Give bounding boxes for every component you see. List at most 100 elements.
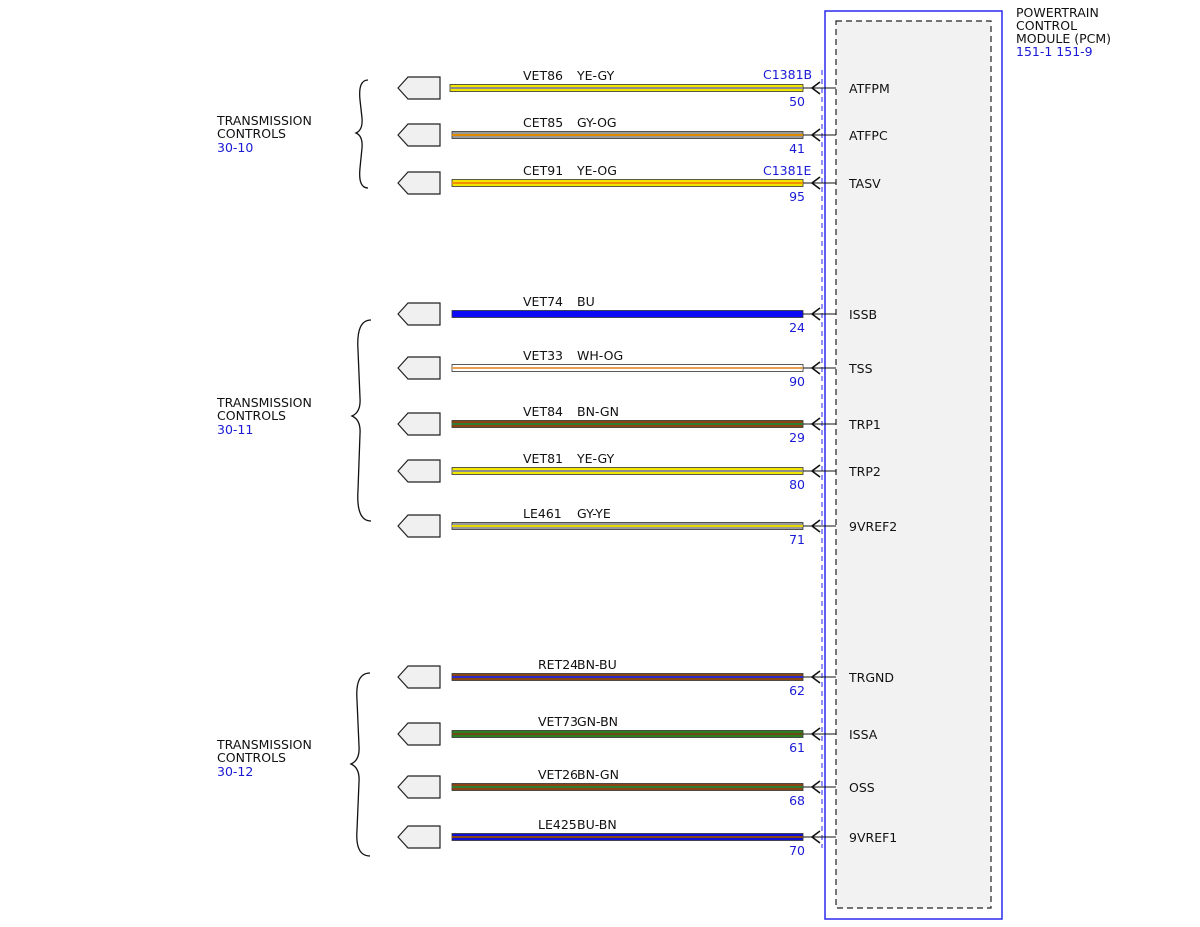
module-title-line-2: CONTROL xyxy=(1016,18,1077,33)
circuit-id: VET26 xyxy=(538,767,578,782)
pin-number: 80 xyxy=(789,477,805,492)
circuit-id: CET85 xyxy=(523,115,563,130)
connector-plug-icon xyxy=(397,665,441,689)
pin-arrow-icon xyxy=(810,830,821,844)
circuit-id: LE425 xyxy=(538,817,577,832)
wire-body xyxy=(451,310,804,318)
signal-name: TRGND xyxy=(848,670,894,685)
pin-arrow-icon xyxy=(810,81,821,95)
pin-number: 71 xyxy=(789,532,805,547)
group-title-line-1: TRANSMISSION xyxy=(216,113,312,128)
group-brace xyxy=(350,319,372,522)
wire-color-code: GY-YE xyxy=(577,506,611,521)
group-title-line-1: TRANSMISSION xyxy=(216,395,312,410)
wire-stripe xyxy=(452,733,803,735)
wire-color-code: YE-GY xyxy=(576,451,615,466)
pin-number: 62 xyxy=(789,683,805,698)
pin-number: 95 xyxy=(789,189,805,204)
signal-name: 9VREF1 xyxy=(849,830,897,845)
signal-name: TSS xyxy=(848,361,873,376)
connector-plug-icon xyxy=(397,514,441,538)
connector-plug-icon xyxy=(397,356,441,380)
wire-stripe xyxy=(452,367,803,369)
pcm-module: POWERTRAIN CONTROL MODULE (PCM) 151-1 15… xyxy=(821,5,1111,920)
pin-number: 24 xyxy=(789,320,805,335)
wire-color-code: BN-BU xyxy=(577,657,617,672)
wire-stripe xyxy=(452,676,803,678)
signal-name: ISSA xyxy=(849,727,878,742)
connector-plug-icon xyxy=(397,76,441,100)
wire-color-code: BN-GN xyxy=(577,404,619,419)
wire-stripe xyxy=(452,134,803,136)
wire-stripe xyxy=(452,525,803,527)
group-title-line-2: CONTROLS xyxy=(217,408,286,423)
connector-label: C1381B xyxy=(763,67,812,82)
connector-plug-icon xyxy=(397,123,441,147)
connector-plug-icon xyxy=(397,302,441,326)
wire-row: VET84 BN-GN 29 TRP1 xyxy=(397,404,881,445)
wire-color-code: GY-OG xyxy=(577,115,617,130)
pin-arrow-icon xyxy=(810,519,821,533)
circuit-id: VET74 xyxy=(523,294,563,309)
wire-stripe xyxy=(452,836,803,838)
circuit-id: RET24 xyxy=(538,657,578,672)
connector-plug-icon xyxy=(397,825,441,849)
circuit-id: CET91 xyxy=(523,163,563,178)
pin-number: 41 xyxy=(789,141,805,156)
group-ref: 30-10 xyxy=(217,140,253,155)
pin-arrow-icon xyxy=(810,780,821,794)
pin-arrow-icon xyxy=(810,464,821,478)
wire-color-code: GN-BN xyxy=(577,714,618,729)
wire-row: VET33 WH-OG 90 TSS xyxy=(397,348,873,389)
pin-number: 70 xyxy=(789,843,805,858)
wire-stripe xyxy=(452,470,803,472)
module-title-line-3: MODULE (PCM) xyxy=(1016,31,1111,46)
group-labels: TRANSMISSION CONTROLS 30-10 TRANSMISSION… xyxy=(216,113,312,779)
circuit-id: VET81 xyxy=(523,451,563,466)
pcm-module-border xyxy=(824,10,1003,920)
connector-label: C1381E xyxy=(763,163,812,178)
circuit-id: VET84 xyxy=(523,404,563,419)
wire-color-code: WH-OG xyxy=(577,348,623,363)
signal-name: TRP1 xyxy=(848,417,881,432)
signal-name: 9VREF2 xyxy=(849,519,897,534)
group-title-line-1: TRANSMISSION xyxy=(216,737,312,752)
circuit-id: VET86 xyxy=(523,68,563,83)
wire-row: VET81 YE-GY 80 TRP2 xyxy=(397,451,881,492)
signal-name: ATFPC xyxy=(849,128,888,143)
connector-plug-icon xyxy=(397,459,441,483)
pin-number: 68 xyxy=(789,793,805,808)
wire-color-code: BN-GN xyxy=(577,767,619,782)
pin-number: 29 xyxy=(789,430,805,445)
module-title-line-1: POWERTRAIN xyxy=(1016,5,1099,20)
wire-color-code: YE-GY xyxy=(576,68,615,83)
group-ref: 30-11 xyxy=(217,422,253,437)
circuit-id: VET33 xyxy=(523,348,563,363)
signal-name: TRP2 xyxy=(848,464,881,479)
signal-name: OSS xyxy=(849,780,875,795)
pin-number: 90 xyxy=(789,374,805,389)
connector-plug-icon xyxy=(397,775,441,799)
wire-stripe xyxy=(452,182,803,184)
module-ref: 151-1 151-9 xyxy=(1016,44,1093,59)
pin-arrow-icon xyxy=(810,727,821,741)
wire-stripe xyxy=(452,786,803,788)
connector-plug-icon xyxy=(397,722,441,746)
connector-plug-icon xyxy=(397,171,441,195)
pin-number: 50 xyxy=(789,94,805,109)
group-title-line-2: CONTROLS xyxy=(217,750,286,765)
pin-arrow-icon xyxy=(810,128,821,142)
group-braces xyxy=(349,79,372,857)
group-brace xyxy=(354,79,369,189)
group-ref: 30-12 xyxy=(217,764,253,779)
group-brace xyxy=(349,672,371,857)
wire-color-code: BU-BN xyxy=(577,817,617,832)
